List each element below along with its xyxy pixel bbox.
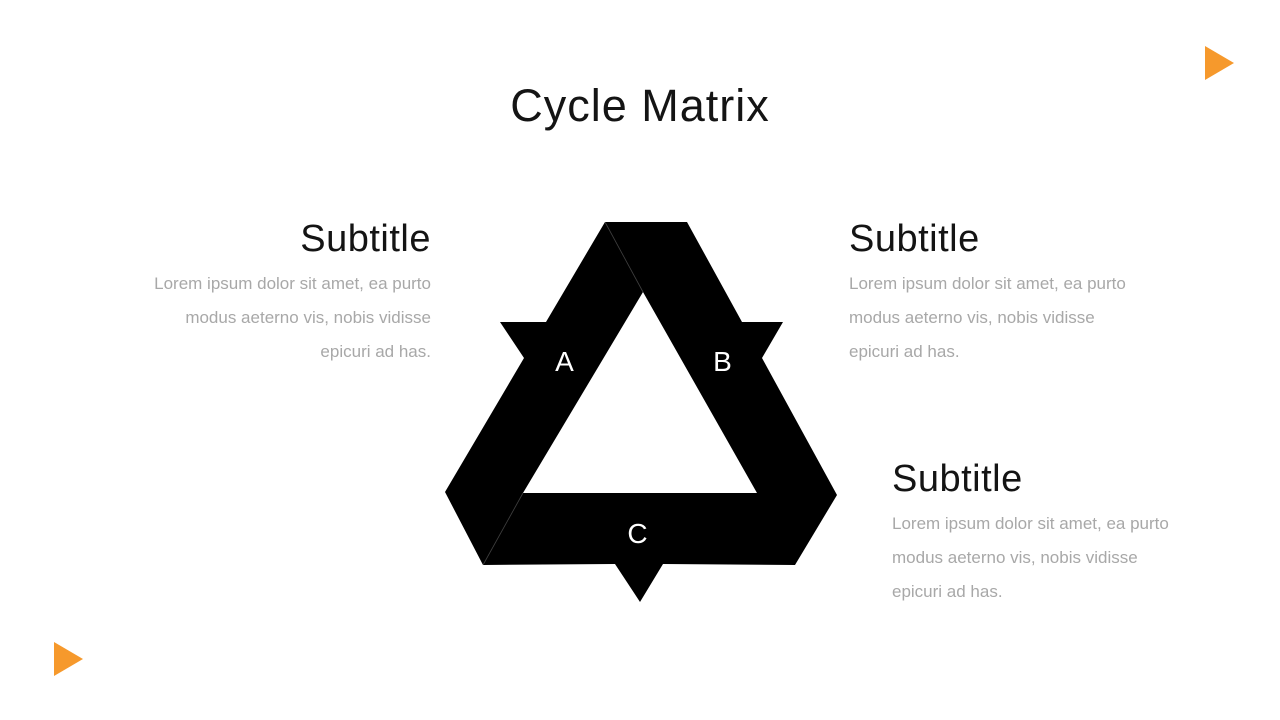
diagram-node-b-label: B — [713, 346, 733, 377]
triangle-right-icon — [1205, 46, 1234, 80]
block-body-line: epicuri ad has. — [892, 582, 1003, 601]
block-body-line: epicuri ad has. — [849, 342, 960, 361]
block-body-line: epicuri ad has. — [320, 342, 431, 361]
block-body-line: Lorem ipsum dolor sit amet, ea purto — [849, 274, 1126, 293]
block-heading: Subtitle — [849, 218, 980, 260]
block-body-line: Lorem ipsum dolor sit amet, ea purto — [892, 514, 1169, 533]
block-body-line: Lorem ipsum dolor sit amet, ea purto — [154, 274, 431, 293]
triangle-right-icon — [54, 642, 83, 676]
triangle-ribbon-shape — [445, 222, 837, 602]
text-block-left: Subtitle Lorem ipsum dolor sit amet, ea … — [91, 217, 431, 369]
ribbon-seam — [482, 492, 524, 566]
text-block-bottom-right: Subtitle Lorem ipsum dolor sit amet, ea … — [892, 457, 1232, 609]
diagram-node-a-label: A — [555, 346, 575, 377]
slide-title: Cycle Matrix — [510, 80, 770, 131]
block-body-line: modus aeterno vis, nobis vidisse — [892, 548, 1138, 567]
block-heading: Subtitle — [300, 218, 431, 260]
ribbon-seam — [604, 221, 644, 293]
block-body-line: modus aeterno vis, nobis vidisse — [849, 308, 1095, 327]
block-body-line: modus aeterno vis, nobis vidisse — [185, 308, 431, 327]
diagram-node-c-label: C — [627, 518, 649, 549]
text-block-top-right: Subtitle Lorem ipsum dolor sit amet, ea … — [849, 217, 1189, 369]
block-heading: Subtitle — [892, 458, 1023, 500]
